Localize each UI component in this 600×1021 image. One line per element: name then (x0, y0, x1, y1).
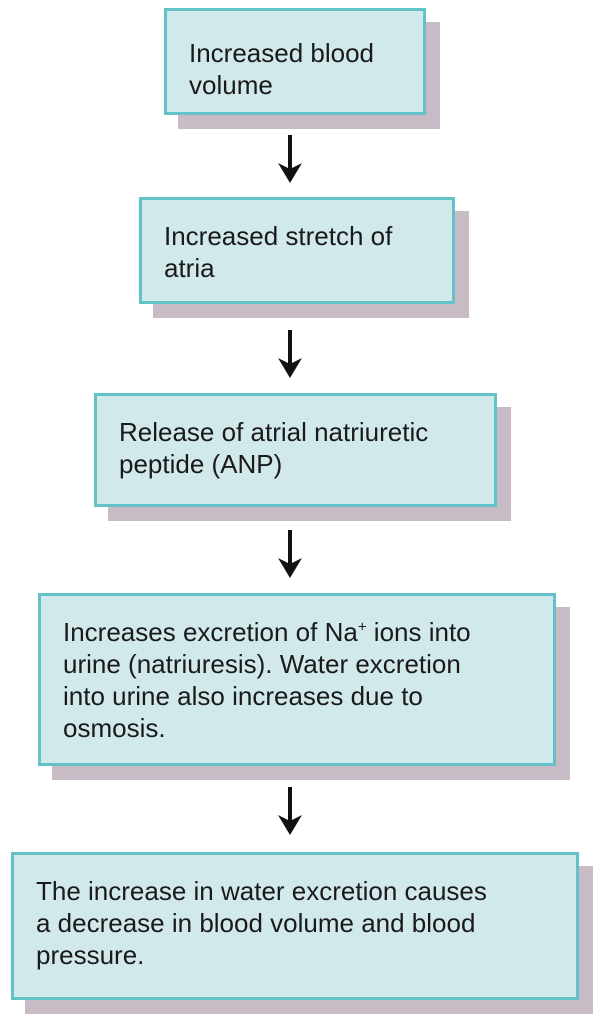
step-increased-stretch-of-atria: Increased stretch of atria (139, 197, 455, 304)
step-text-line: Increases excretion of Na+ ions into (63, 616, 533, 648)
step-text-line: pressure. (36, 940, 145, 970)
step-text-line: Increased stretch of (164, 221, 393, 251)
arrow-down-icon (278, 135, 302, 183)
step-text-line: volume (189, 70, 273, 100)
step-text-line: atria (164, 253, 215, 283)
step-text-fragment: Increases excretion of Na (63, 617, 358, 647)
step-text-fragment: ions into (366, 617, 471, 647)
step-text-line: osmosis. (63, 713, 166, 743)
step-text-line: Release of atrial natriuretic (119, 417, 429, 447)
arrow-down-icon (278, 530, 302, 578)
step-decrease-blood-volume-pressure: The increase in water excretion causes a… (11, 852, 579, 1000)
step-text-line: a decrease in blood volume and blood (36, 908, 476, 938)
step-text-line: urine (natriuresis). Water excretion (63, 649, 461, 679)
step-increases-sodium-excretion: Increases excretion of Na+ ions into uri… (38, 593, 556, 766)
step-increased-blood-volume: Increased blood volume (164, 8, 426, 115)
step-text-line: into urine also increases due to (63, 681, 423, 711)
sodium-charge-superscript: + (357, 618, 367, 636)
arrow-down-icon (278, 330, 302, 378)
step-text-line: The increase in water excretion causes (36, 876, 487, 906)
step-release-of-anp: Release of atrial natriuretic peptide (A… (94, 393, 497, 507)
step-text-line: Increased blood (189, 38, 375, 68)
arrow-down-icon (278, 787, 302, 835)
step-text-line: peptide (ANP) (119, 449, 283, 479)
